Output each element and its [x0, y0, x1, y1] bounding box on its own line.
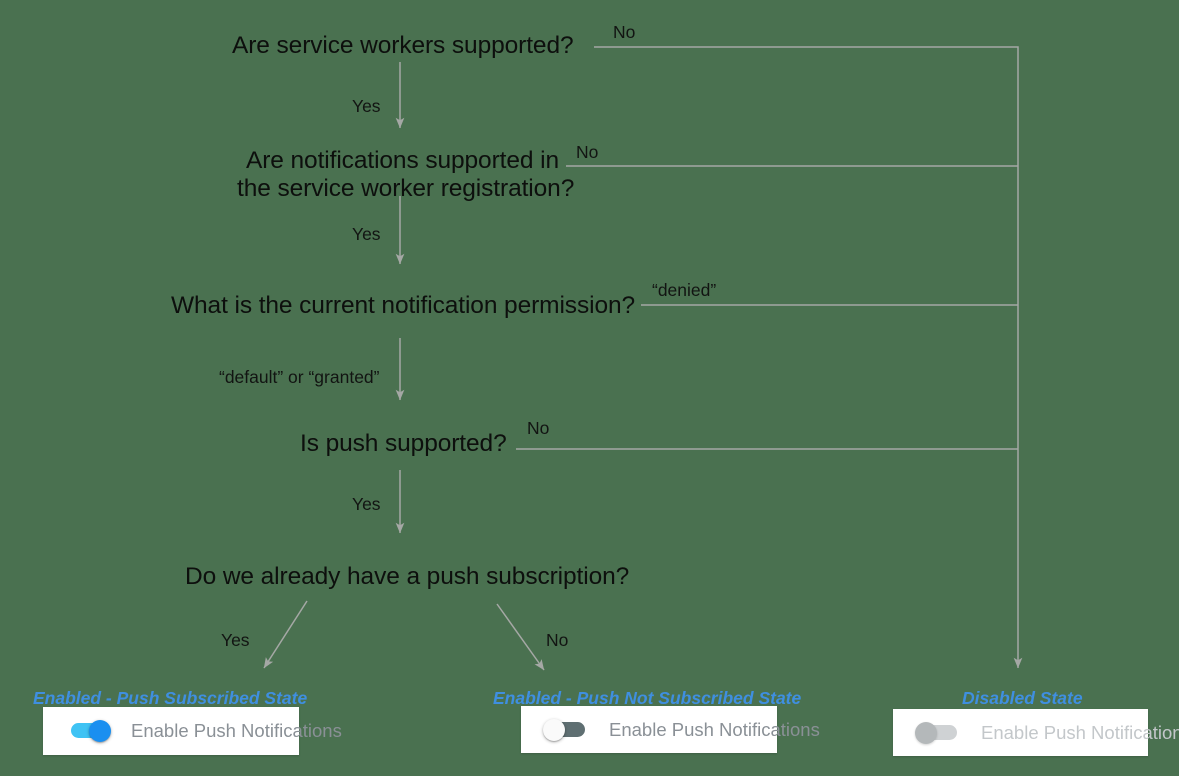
edge-label-q4-yes: Yes: [352, 494, 381, 514]
node-q2-line2: the service worker registration?: [237, 175, 575, 202]
toggle-knob: [89, 720, 111, 742]
edge-label-q2-yes: Yes: [352, 224, 381, 244]
edge-label-q2-no: No: [576, 142, 599, 162]
edge-label-q3-default-granted: “default” or “granted”: [219, 367, 380, 387]
toggle-card-disabled: Enable Push Notifications: [893, 709, 1179, 756]
edge-label-q1-no: No: [613, 22, 636, 42]
state-label-enabled-push-not-subscribed: Enabled - Push Not Subscribed State: [493, 688, 802, 708]
edge-label-q1-yes: Yes: [352, 96, 381, 116]
edge-label-q5-no: No: [546, 630, 569, 650]
edge-label-q4-no: No: [527, 418, 550, 438]
push-notifications-toggle-off[interactable]: [543, 718, 589, 741]
edge-q5-no: [496, 603, 545, 671]
node-q5-push-subscription: Do we already have a push subscription?: [185, 563, 630, 590]
state-label-disabled: Disabled State: [962, 688, 1083, 708]
toggle-label: Enable Push Notifications: [609, 718, 820, 740]
node-q3-notification-permission: What is the current notification permiss…: [171, 292, 636, 319]
toggle-label: Enable Push Notifications: [131, 720, 342, 741]
toggle-knob: [915, 721, 937, 744]
node-q2-line1: Are notifications supported in: [246, 147, 559, 174]
toggle-card-enabled-push-subscribed[interactable]: Enable Push Notifications: [43, 707, 342, 755]
edge-label-q3-denied: “denied”: [652, 280, 717, 300]
toggle-label: Enable Push Notifications: [981, 721, 1179, 743]
state-label-enabled-push-subscribed: Enabled - Push Subscribed State: [33, 688, 308, 708]
push-notifications-toggle-disabled: [915, 721, 961, 744]
node-q1-service-workers: Are service workers supported?: [232, 32, 574, 59]
toggle-knob: [543, 718, 565, 741]
toggle-card-enabled-push-not-subscribed[interactable]: Enable Push Notifications: [521, 706, 820, 753]
node-q4-push-supported: Is push supported?: [300, 430, 507, 457]
edge-no-trunk: [594, 46, 1023, 669]
edge-q5-yes: [263, 600, 308, 669]
push-notifications-toggle-on[interactable]: [65, 720, 111, 742]
edge-label-q5-yes: Yes: [221, 630, 250, 650]
